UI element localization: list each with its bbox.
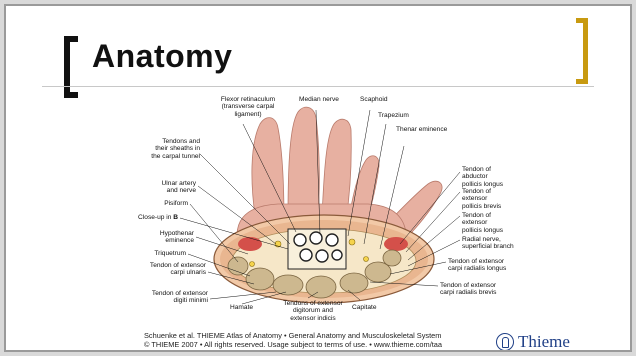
label-abd-pollicis-longus: Tendon of abductor pollicis longus	[462, 166, 518, 188]
label-hamate: Hamate	[230, 304, 253, 311]
label-carpal-tunnel-tendons: Tendons and their sheaths in the carpal …	[138, 138, 200, 160]
thieme-seal-icon	[496, 333, 514, 351]
label-median-nerve: Median nerve	[294, 96, 344, 103]
publisher-wordmark: Thieme	[518, 332, 570, 352]
label-capitate: Capitate	[352, 304, 377, 311]
anatomy-figure: Flexor retinaculum (transverse carpal li…	[138, 94, 518, 324]
label-ext-carpi-radialis-brevis: Tendon of extensor carpi radialis brevis	[440, 282, 496, 297]
title-divider	[42, 86, 594, 87]
label-ext-pollicis-brevis: Tendon of extensor pollicis brevis	[462, 188, 518, 210]
label-ext-carpi-ulnaris: Tendon of extensor carpi ulnaris	[138, 262, 206, 277]
slide: Anatomy	[4, 4, 632, 352]
label-close-up: Close-up in B	[138, 214, 178, 221]
label-thenar-eminence: Thenar eminence	[396, 126, 447, 133]
label-ulnar-artery: Ulnar artery and nerve	[138, 180, 196, 195]
label-pisiform: Pisiform	[138, 200, 188, 207]
label-hypothenar-eminence: Hypothenar eminence	[138, 230, 194, 245]
label-trapezium: Trapezium	[378, 112, 409, 119]
label-flexor-retinaculum: Flexor retinaculum (transverse carpal li…	[218, 96, 278, 118]
title-bracket-left	[64, 36, 78, 98]
label-ext-digitorum: Tendons of extensor digitorum and extens…	[278, 300, 348, 322]
label-ext-pollicis-longus: Tendon of extensor pollicis longus	[462, 212, 518, 234]
label-radial-nerve: Radial nerve, superficial branch	[462, 236, 514, 251]
label-ext-digiti-minimi: Tendon of extensor digiti minimi	[138, 290, 208, 305]
label-triquetrum: Triquetrum	[138, 250, 186, 257]
slide-title: Anatomy	[92, 38, 232, 75]
figure-credit: Schuenke et al. THIEME Atlas of Anatomy …	[144, 331, 442, 350]
label-scaphoid: Scaphoid	[360, 96, 388, 103]
thieme-logo: Thieme	[496, 332, 570, 352]
label-ext-carpi-radialis-longus: Tendon of extensor carpi radialis longus	[448, 258, 506, 273]
accent-bracket-right	[576, 18, 588, 84]
